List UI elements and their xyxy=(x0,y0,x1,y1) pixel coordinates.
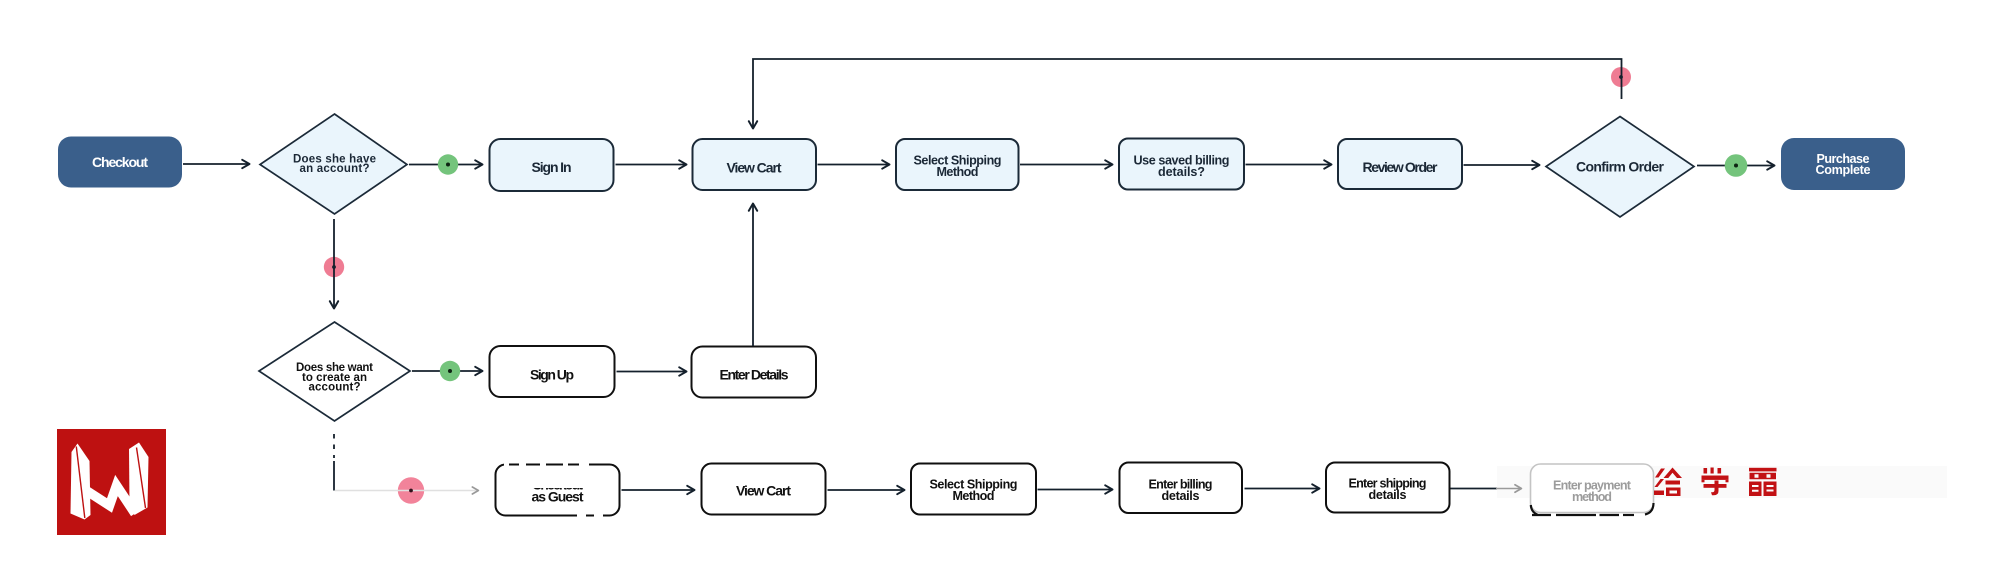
svg-text:Enter shipping: Enter shipping xyxy=(1349,477,1427,491)
svg-text:Does she want: Does she want xyxy=(296,362,373,374)
svg-text:Sign In: Sign In xyxy=(532,159,572,175)
svg-text:Confirm Order: Confirm Order xyxy=(1576,159,1665,175)
svg-text:Does she have: Does she have xyxy=(293,153,376,165)
svg-text:Select Shipping: Select Shipping xyxy=(930,478,1018,492)
svg-text:Method: Method xyxy=(937,165,979,179)
svg-text:to create an: to create an xyxy=(302,372,367,384)
svg-text:Checkout: Checkout xyxy=(92,154,148,170)
svg-text:Use saved billing: Use saved billing xyxy=(1134,154,1230,168)
svg-text:Enter billing: Enter billing xyxy=(1149,478,1213,492)
svg-text:Enter Details: Enter Details xyxy=(720,367,789,383)
svg-text:Select Shipping: Select Shipping xyxy=(914,154,1002,168)
svg-text:View Cart: View Cart xyxy=(727,159,782,175)
svg-text:account?: account? xyxy=(309,382,361,394)
svg-text:Sign Up: Sign Up xyxy=(530,367,574,383)
svg-text:as Guest: as Guest xyxy=(532,489,584,505)
svg-text:View Cart: View Cart xyxy=(736,483,791,499)
svg-text:Review Order: Review Order xyxy=(1363,159,1439,175)
svg-text:details?: details? xyxy=(1158,165,1205,179)
svg-text:Method: Method xyxy=(953,489,995,503)
svg-text:an account?: an account? xyxy=(300,163,370,175)
svg-text:details: details xyxy=(1369,488,1407,502)
svg-text:Purchase: Purchase xyxy=(1817,152,1870,166)
svg-text:details: details xyxy=(1162,489,1200,503)
svg-text:Enter payment: Enter payment xyxy=(1553,479,1632,493)
svg-text:method: method xyxy=(1572,490,1612,504)
svg-text:Complete: Complete xyxy=(1816,163,1871,177)
